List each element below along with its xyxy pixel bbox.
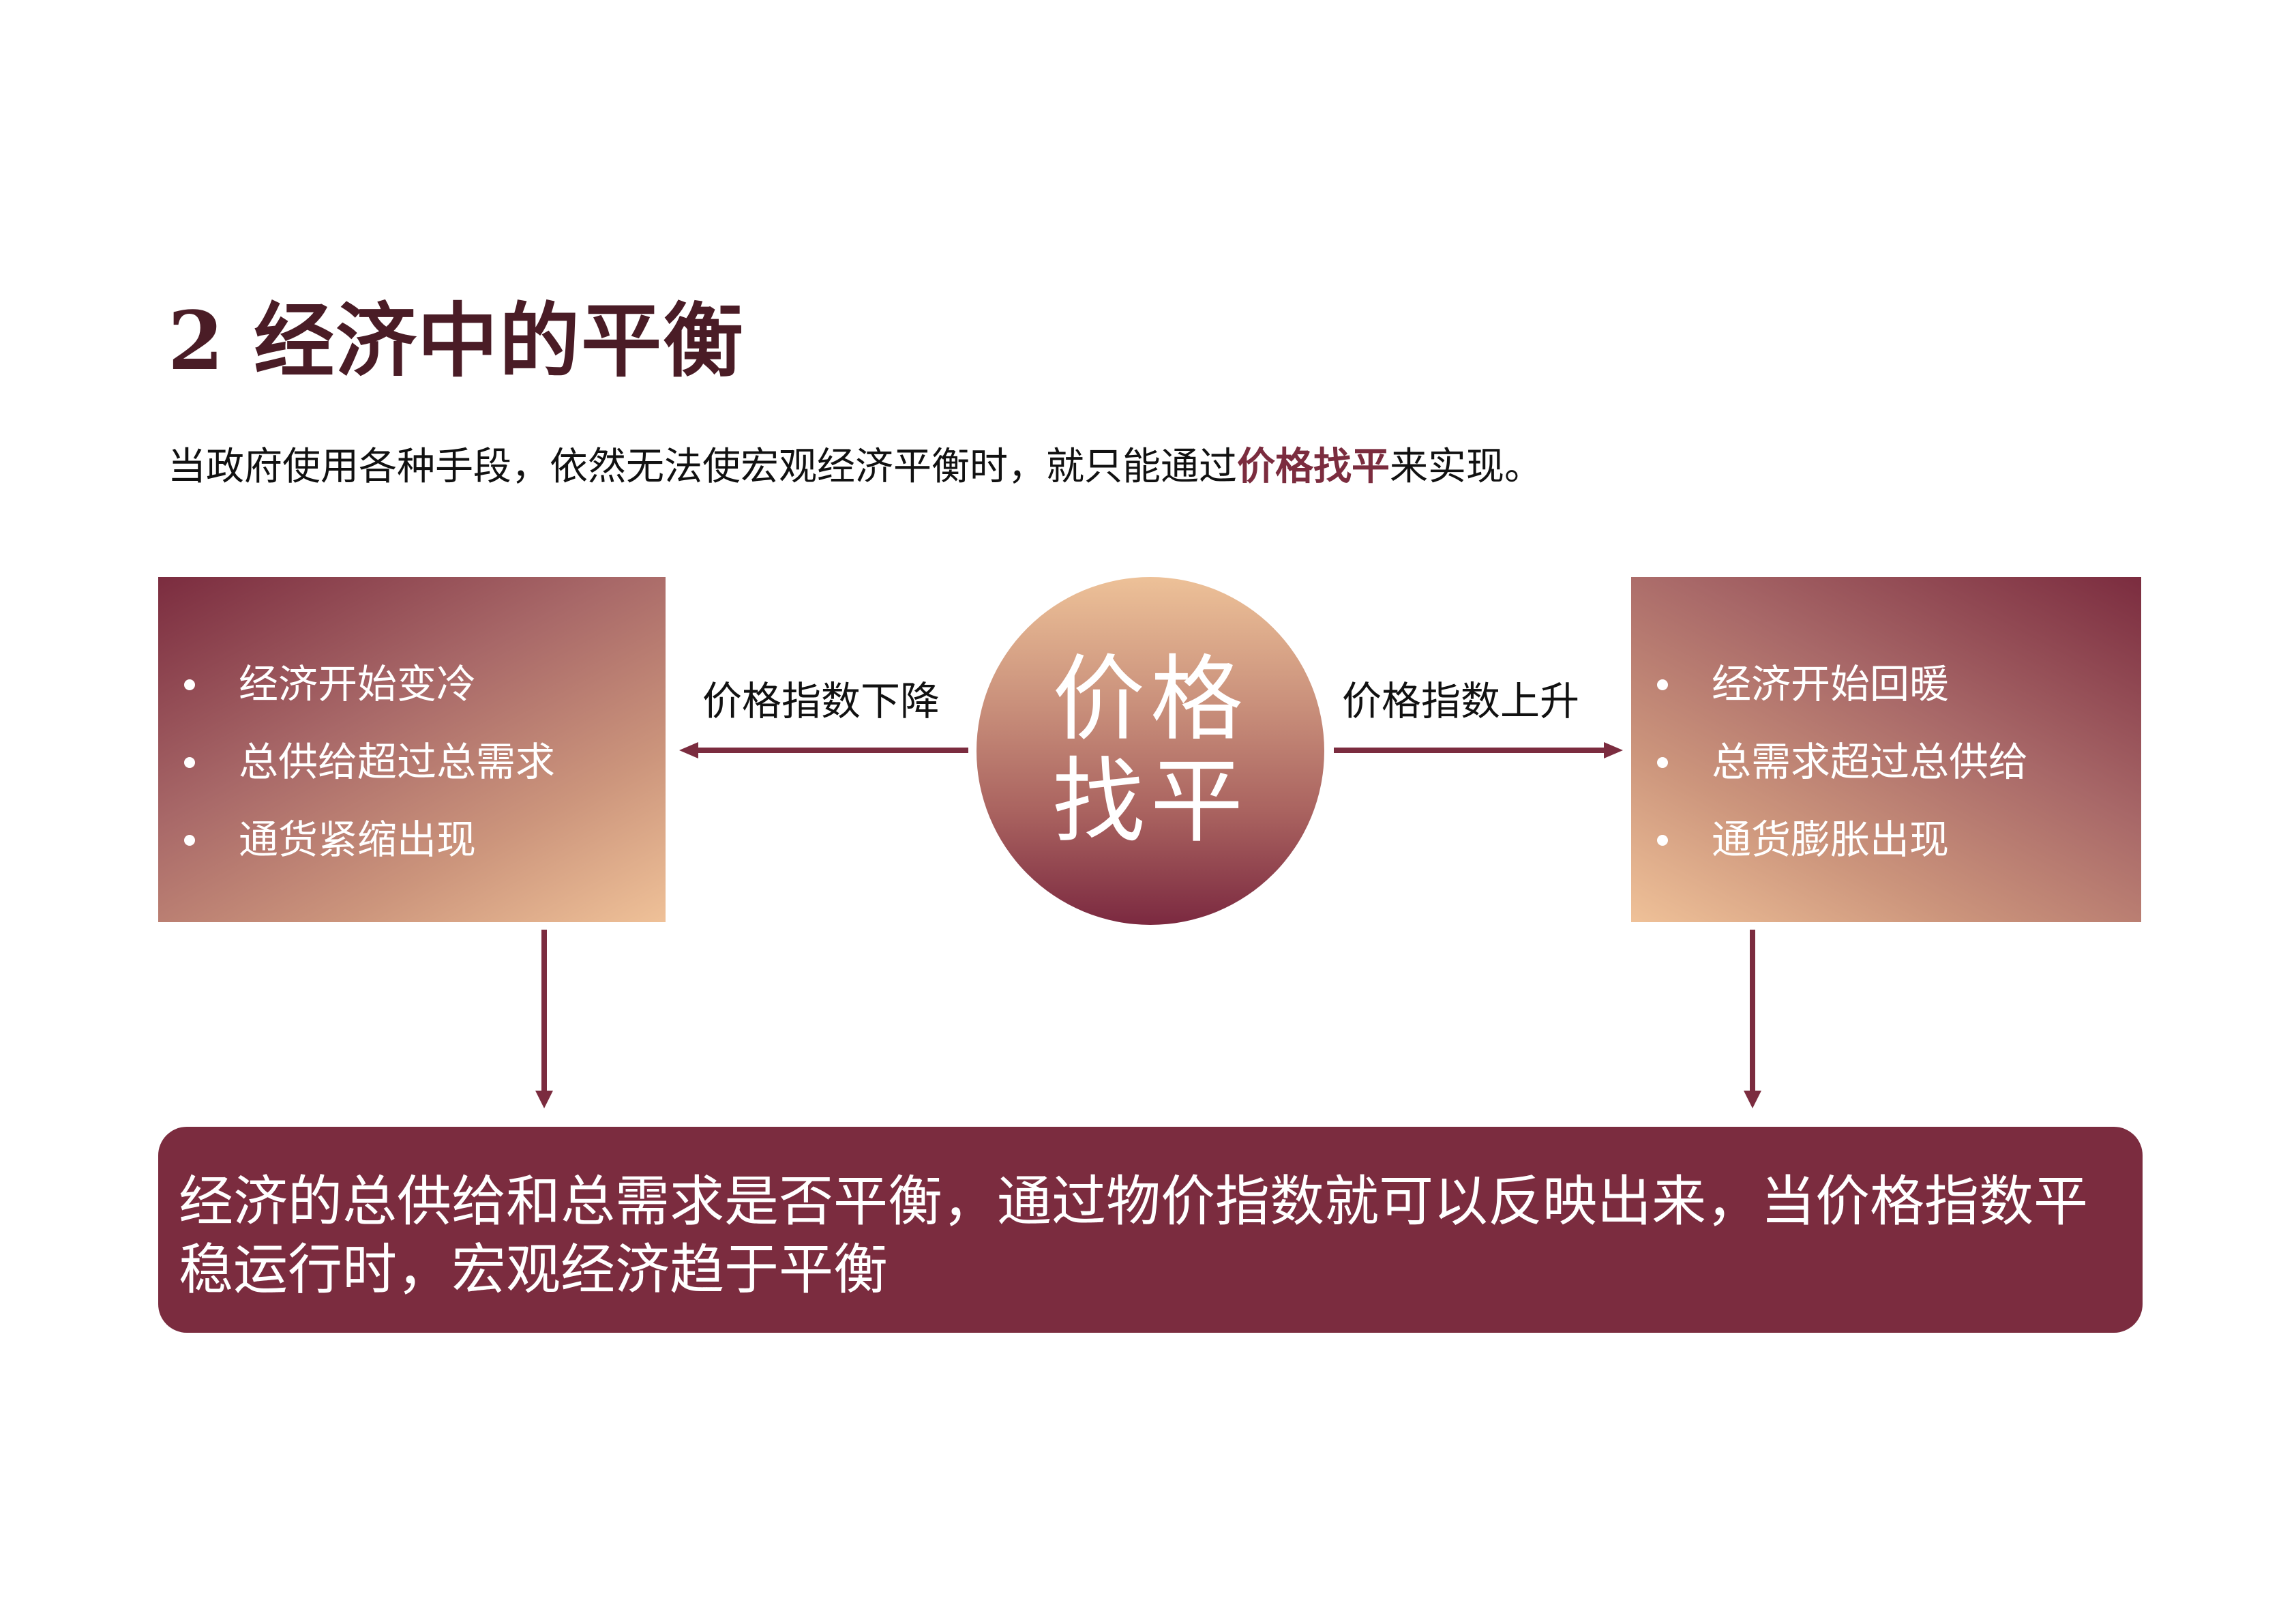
inflation-box: 经济开始回暖 总需求超过总供给 通货膨胀出现 <box>1631 577 2141 922</box>
deflation-list: 经济开始变冷 总供给超过总需求 通货紧缩出现 <box>158 645 666 879</box>
bullet-icon <box>1657 835 1668 846</box>
price-balance-circle: 价格 找平 <box>976 577 1324 925</box>
intro-text-before: 当政府使用各种手段，依然无法使宏观经济平衡时，就只能通过 <box>168 445 1237 489</box>
list-item: 通货紧缩出现 <box>158 801 666 879</box>
list-item-label: 经济开始变冷 <box>239 661 477 707</box>
list-item: 通货膨胀出现 <box>1631 801 2141 879</box>
summary-text: 经济的总供给和总需求是否平衡，通过物价指数就可以反映出来，当价格指数平稳运行时，… <box>179 1170 2088 1301</box>
section-number: 2 <box>168 293 226 388</box>
right-arrow-icon <box>1334 737 1623 764</box>
down-arrow-icon <box>531 930 558 1114</box>
circle-line-2: 找平 <box>1052 748 1249 856</box>
list-item-label: 经济开始回暖 <box>1712 661 1950 707</box>
bullet-icon <box>184 835 195 846</box>
price-index-down-label: 价格指数下降 <box>702 678 940 724</box>
section-title: 2 经济中的平衡 <box>168 290 745 392</box>
inflation-list: 经济开始回暖 总需求超过总供给 通货膨胀出现 <box>1631 645 2141 879</box>
price-index-up-label: 价格指数上升 <box>1342 678 1580 724</box>
left-arrow-icon <box>679 737 968 764</box>
deflation-box: 经济开始变冷 总供给超过总需求 通货紧缩出现 <box>158 577 666 922</box>
bullet-icon <box>184 757 195 768</box>
list-item-label: 通货膨胀出现 <box>1712 816 1950 863</box>
intro-highlight: 价格找平 <box>1237 445 1390 489</box>
section-title-text: 经济中的平衡 <box>254 293 745 388</box>
circle-line-1: 价格 <box>1052 646 1249 754</box>
bullet-icon <box>1657 679 1668 690</box>
intro-paragraph: 当政府使用各种手段，依然无法使宏观经济平衡时，就只能通过价格找平来实现。 <box>168 437 1542 498</box>
summary-box: 经济的总供给和总需求是否平衡，通过物价指数就可以反映出来，当价格指数平稳运行时，… <box>158 1127 2143 1333</box>
list-item: 经济开始回暖 <box>1631 645 2141 723</box>
list-item-label: 总供给超过总需求 <box>239 739 556 785</box>
list-item-label: 通货紧缩出现 <box>239 816 477 863</box>
list-item: 经济开始变冷 <box>158 645 666 723</box>
list-item: 总需求超过总供给 <box>1631 723 2141 801</box>
bullet-icon <box>1657 757 1668 768</box>
list-item-label: 总需求超过总供给 <box>1712 739 2029 785</box>
bullet-icon <box>184 679 195 690</box>
intro-text-after: 来实现。 <box>1390 445 1542 489</box>
list-item: 总供给超过总需求 <box>158 723 666 801</box>
down-arrow-icon <box>1739 930 1766 1114</box>
